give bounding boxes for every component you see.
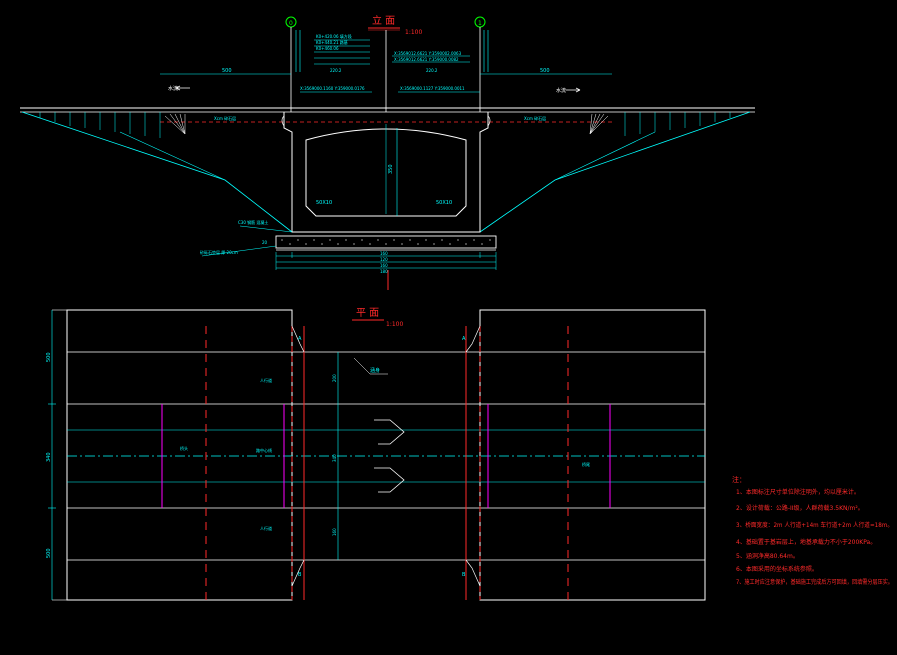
culvert-outer-wall (283, 112, 489, 233)
base-slab-dots (281, 239, 491, 245)
plan-road-lines (67, 351, 705, 561)
embankment-hatch-left (39, 112, 161, 138)
base-dim-chain (275, 252, 497, 270)
base-dim-4: 180 (380, 269, 388, 274)
base-slab (275, 235, 497, 249)
notes-block: 注： 1、本图标注尺寸单位除注明外，均以厘米计。 2、设计荷载：公路-II级，人… (732, 475, 893, 586)
flow-arrow-right-icon (566, 87, 581, 93)
plan-title: 平 面 (356, 308, 379, 319)
culvert-left-hook-icon (281, 115, 285, 127)
chamfer-left-label: 50X10 (316, 200, 332, 206)
elevation-view: 立 面 1:100 0 1 K0+420.06 填方段 K0+440.21 路基… (20, 14, 755, 290)
plan-dim-bottom: 500 (46, 548, 52, 558)
base-leader-2 (201, 245, 277, 257)
plan-dim-top: 500 (46, 352, 52, 362)
plan-road-bottom-label: 人行道 (260, 525, 272, 531)
note-3: 3、桥面宽度：2m 人行道+14m 车行道+2m 人行道=18m。 (736, 521, 893, 529)
dim-left-label: 500 (222, 68, 232, 74)
notes-title: 注： (732, 475, 746, 484)
top-label-1: K0+420.06 填方段 (316, 33, 352, 39)
elevation-scale: 1:100 (405, 29, 422, 36)
fill-label-left: Xcm 碎石层 (214, 115, 236, 121)
fill-label-right: Xcm 碎石层 (524, 115, 546, 121)
small-label-left: 220.2 (330, 68, 342, 73)
dim-right-label: 500 (540, 68, 550, 74)
plan-magenta-lines (161, 404, 611, 508)
notch-bottom-right (465, 559, 481, 587)
fan-lines-right (589, 113, 609, 135)
plan-left-dim-column (48, 310, 56, 600)
plan-view: 平 面 1:100 500 340 500 (46, 308, 706, 601)
base-top-dim-label: 20 (262, 240, 268, 245)
culvert-height-label: 350 (388, 164, 394, 174)
note-6: 6、本图采用的坐标系统参照。 (736, 565, 818, 573)
notch-top-left (291, 325, 305, 353)
notch-top-right (465, 325, 481, 353)
note-2: 2、设计荷载：公路-II级，人群荷载3.5KN/m²。 (736, 504, 864, 512)
plan-outer-frame (66, 309, 706, 601)
elevation-title: 立 面 (372, 14, 395, 27)
mark-bl: B (298, 572, 302, 578)
mark-tl: A (298, 336, 302, 342)
note-4: 4、基础置于基岩层上，地基承载力不小于200KPa。 (736, 538, 876, 546)
note-1: 1、本图标注尺寸单位除注明外，均以厘米计。 (736, 488, 860, 496)
flow-label-left: 水流 (168, 85, 178, 92)
embankment-left (21, 111, 293, 233)
axis-coord-left: X:3569012.6621 Y:3590002.0063 (394, 51, 462, 56)
flow-arrow-left-icon (175, 85, 190, 91)
flow-label-right: 水流 (556, 87, 566, 94)
top-annotation-left (295, 30, 370, 72)
slope-line-right (554, 131, 656, 181)
top-annotation-right (392, 30, 489, 72)
plan-right-label: 桥尾 (582, 461, 590, 467)
plan-v-dim-2: 340 (332, 454, 337, 462)
small-label-right: 220.2 (426, 68, 438, 73)
base-label-1: C30 钢筋 混凝土 (238, 219, 268, 225)
axis-marker-left-label: 0 (289, 20, 293, 27)
chamfer-right-label: 50X10 (436, 200, 452, 206)
plan-v-dim-1: 200 (332, 374, 337, 382)
note-5: 5、涵洞净高80.64m。 (736, 552, 799, 560)
base-dim-1: 160 (380, 251, 388, 256)
plan-v-dim-3: 160 (332, 528, 337, 536)
culvert-right-hook-icon (487, 115, 491, 127)
plan-arrow-lower-icon (374, 467, 405, 493)
plan-dim-mid: 340 (46, 452, 52, 462)
mid-coord-right: X:3569000.1127 Y:359000.0011 (400, 86, 465, 91)
plan-centerline-label: 路中心线 (256, 447, 272, 453)
top-label-2: K0+440.21 路基 (316, 39, 348, 45)
embankment-right (479, 111, 751, 233)
axis-marker-right-label: 1 (478, 20, 482, 27)
fan-lines-left (164, 113, 186, 135)
base-dim-3: 160 (380, 263, 388, 268)
mid-coord-left: X:3569000.1160 Y:359000.0176 (300, 86, 365, 91)
plan-callout-label: 涵身 (370, 367, 380, 374)
plan-callout-leader (353, 357, 371, 375)
embankment-hatch-right (624, 112, 731, 136)
plan-arrow-upper-icon (374, 419, 405, 445)
base-leader-1 (239, 225, 293, 233)
plan-scale: 1:100 (386, 321, 403, 328)
plan-red-lines (205, 326, 569, 600)
mark-tr: A (462, 336, 466, 342)
top-label-3: K0+460.06 (316, 46, 339, 51)
culvert-inner-opening (305, 128, 467, 217)
base-label-2: 砂砾石垫层 厚 20cm (200, 249, 238, 255)
note-7: 7、施工时应注意保护，基础施工完成后方可回填，回填需分层压实。 (736, 578, 893, 586)
axis-coord-right: X:3569012.6621 Y:359000.0082 (394, 57, 459, 62)
mark-br: B (462, 572, 466, 578)
base-dim-2: 120 (380, 257, 388, 262)
plan-road-top-label: 人行道 (260, 377, 272, 383)
notch-bottom-left (291, 559, 305, 587)
slope-line-left (119, 131, 226, 181)
plan-left-label: 桥头 (180, 445, 188, 451)
